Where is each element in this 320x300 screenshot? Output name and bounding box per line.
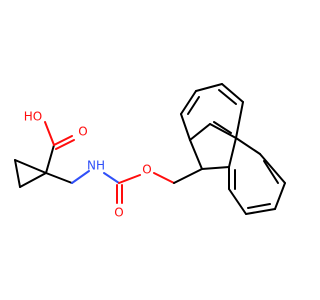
bond-ch2-fluorenyl-c9 <box>173 168 203 184</box>
bond-five-ring-3 <box>209 123 237 139</box>
bond-cyclopropane-1 <box>14 159 21 188</box>
bond-carboxyl-c-oh <box>44 121 55 146</box>
bond-lower-ring-double-a <box>263 160 279 184</box>
bond-nh-carbonyl-c <box>103 172 120 184</box>
bond-cq-carboxyl-c <box>45 144 55 174</box>
bond-lower-ring-1 <box>235 137 261 155</box>
bond-five-ring-1 <box>189 139 203 170</box>
bond-five-ring-5 <box>201 166 230 170</box>
bond-upper-ring-double-a <box>187 96 200 115</box>
bond-ch2-nh <box>71 170 90 184</box>
hydroxyl-label: HO <box>24 110 42 124</box>
bond-lower-ring-double-b <box>247 203 271 209</box>
carbamate-carbonyl-oxygen-label: O <box>114 206 123 220</box>
bond-five-ring-2 <box>189 123 211 141</box>
ester-oxygen-label: O <box>142 163 151 177</box>
bond-five-ring-4 <box>228 137 237 168</box>
bond-lower-ring-5 <box>228 188 247 215</box>
bond-carbonyl-c-ester-o <box>118 174 141 184</box>
bond-upper-ring-double-b <box>218 89 237 105</box>
bond-carboxyl-c-o-double-a <box>53 135 73 146</box>
bond-upper-ring-5 <box>235 101 244 139</box>
bond-ester-o-ch2 <box>153 172 175 184</box>
bond-carboxyl-c-o-double-b <box>55 139 75 150</box>
bond-upper-ring-3 <box>195 83 223 92</box>
acid-carbonyl-oxygen-label: O <box>78 125 87 139</box>
bond-upper-ring-double-c <box>213 121 232 134</box>
bond-cyclopropane-2 <box>19 172 47 188</box>
molecule-structure: HO O NH O O <box>14 83 286 220</box>
bond-lower-ring-3 <box>274 182 286 210</box>
amine-label: NH <box>87 159 105 173</box>
bond-cyclopropane-3 <box>14 159 47 174</box>
bond-upper-ring-4 <box>221 83 244 103</box>
bond-lower-ring-4 <box>245 208 276 215</box>
bond-cq-ch2 <box>45 172 73 184</box>
bond-lower-ring-2 <box>259 153 286 184</box>
bond-upper-ring-1 <box>180 113 191 141</box>
bond-upper-ring-2 <box>180 90 197 115</box>
